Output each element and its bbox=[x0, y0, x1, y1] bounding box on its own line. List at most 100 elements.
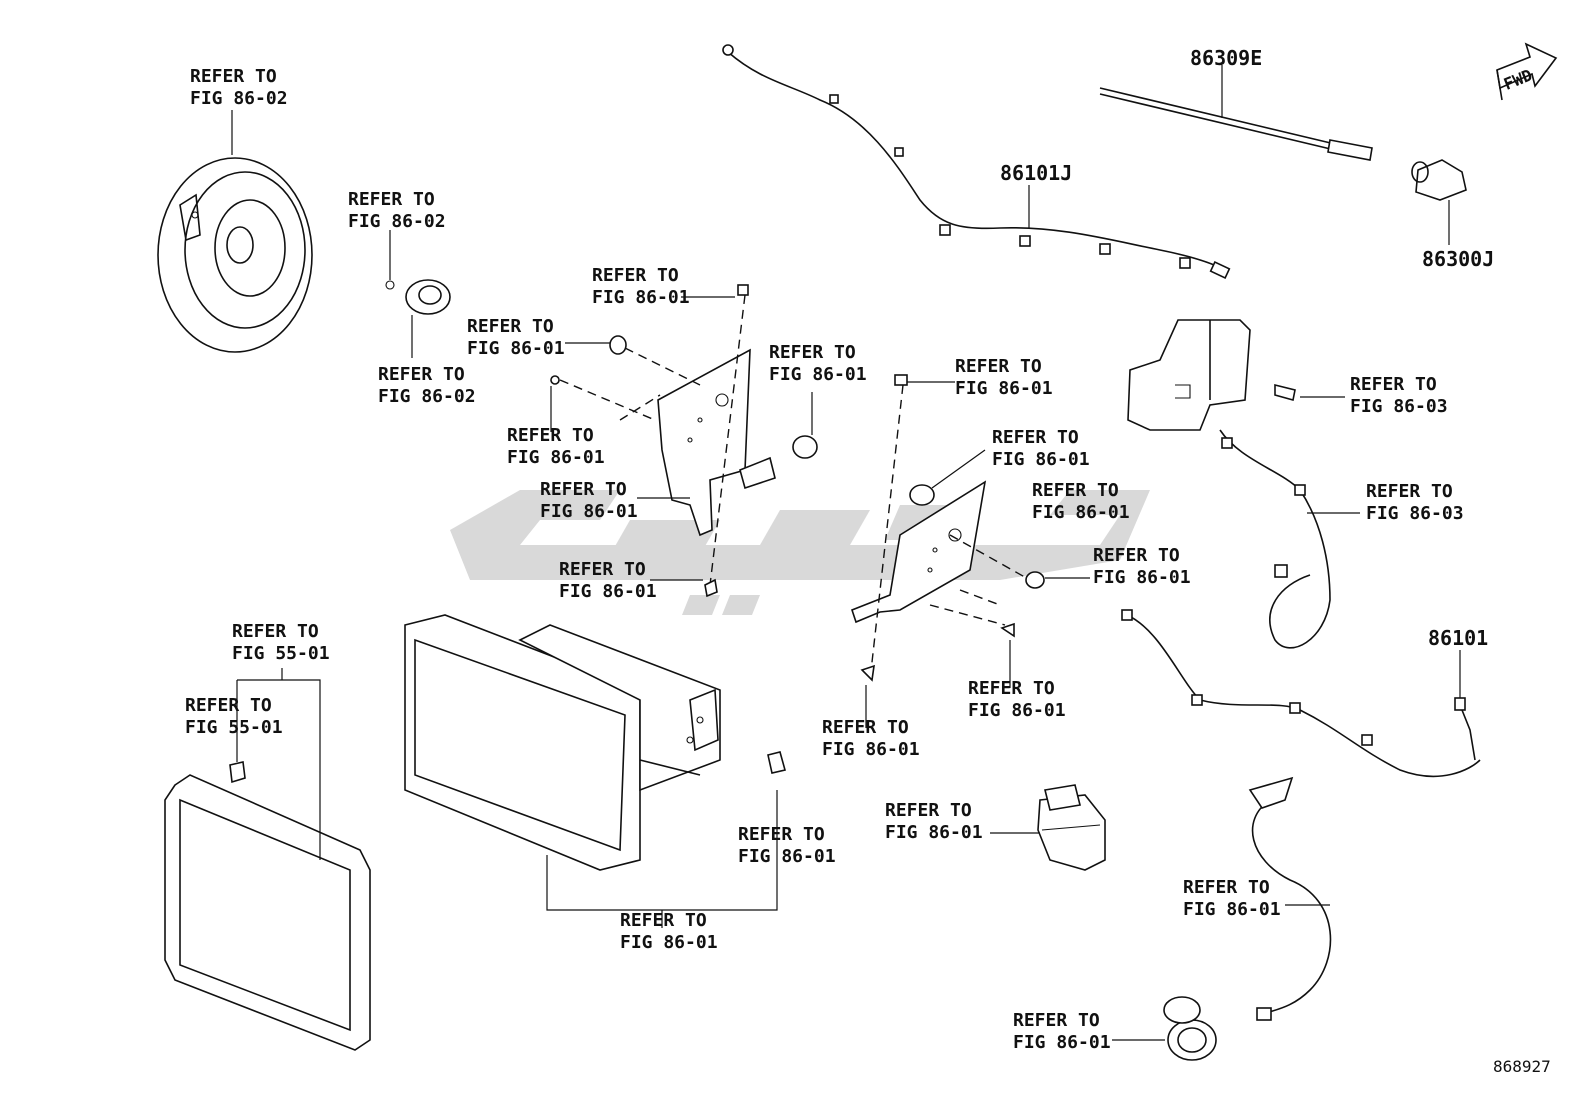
svg-text:FIG 86-02: FIG 86-02 bbox=[348, 211, 446, 232]
svg-text:REFER TO: REFER TO bbox=[185, 695, 272, 716]
svg-text:FIG 86-01: FIG 86-01 bbox=[507, 447, 605, 468]
ref-label-speaker: REFER TO FIG 86-02 bbox=[190, 66, 288, 109]
svg-text:REFER TO: REFER TO bbox=[822, 717, 909, 738]
svg-text:REFER TO: REFER TO bbox=[1093, 545, 1180, 566]
ref-label-bolt-right: REFER TO FIG 86-01 bbox=[822, 717, 920, 760]
svg-text:REFER TO: REFER TO bbox=[738, 824, 825, 845]
ref-label-nut: REFER TO FIG 86-01 bbox=[769, 342, 867, 385]
dashed-guide bbox=[559, 379, 656, 421]
wiring-harness-right bbox=[1219, 383, 1331, 649]
ref-label-tweeter-top: REFER TO FIG 86-02 bbox=[348, 189, 446, 232]
svg-text:REFER TO: REFER TO bbox=[1366, 481, 1453, 502]
ref-label-display-unit: REFER TO FIG 86-01 bbox=[620, 910, 718, 953]
bracket-line bbox=[237, 679, 321, 860]
figure-number: 868927 bbox=[1493, 1057, 1551, 1076]
svg-text:FIG 86-02: FIG 86-02 bbox=[190, 88, 288, 109]
svg-text:FIG 55-01: FIG 55-01 bbox=[232, 643, 330, 664]
antenna-base bbox=[1411, 159, 1467, 201]
antenna-cord-lower bbox=[1121, 609, 1481, 778]
ref-label-bolt-left: REFER TO FIG 86-01 bbox=[559, 559, 657, 602]
usb-socket bbox=[1163, 996, 1217, 1061]
svg-text:REFER TO: REFER TO bbox=[620, 910, 707, 931]
svg-text:FIG 86-01: FIG 86-01 bbox=[1093, 567, 1191, 588]
svg-text:FIG 86-01: FIG 86-01 bbox=[620, 932, 718, 953]
ref-label-control-box-screw: REFER TO FIG 86-03 bbox=[1350, 374, 1448, 417]
svg-text:REFER TO: REFER TO bbox=[992, 427, 1079, 448]
svg-text:REFER TO: REFER TO bbox=[507, 425, 594, 446]
svg-text:REFER TO: REFER TO bbox=[348, 189, 435, 210]
ref-label-harness: REFER TO FIG 86-03 bbox=[1366, 481, 1464, 524]
svg-text:FIG 86-01: FIG 86-01 bbox=[955, 378, 1053, 399]
svg-text:FIG 86-01: FIG 86-01 bbox=[885, 822, 983, 843]
antenna-rod bbox=[1099, 87, 1373, 161]
control-box bbox=[1127, 319, 1251, 431]
antenna-cord-upper bbox=[722, 44, 1231, 279]
speaker-part bbox=[157, 157, 313, 353]
svg-text:REFER TO: REFER TO bbox=[955, 356, 1042, 377]
ref-label-bracket-left: REFER TO FIG 86-01 bbox=[540, 479, 638, 522]
part-number-86101: 86101 bbox=[1428, 626, 1488, 650]
svg-text:FIG 86-03: FIG 86-03 bbox=[1366, 503, 1464, 524]
ref-label-bracket-right: REFER TO FIG 86-01 bbox=[1032, 480, 1130, 523]
svg-text:REFER TO: REFER TO bbox=[1032, 480, 1119, 501]
switch-module bbox=[1037, 784, 1106, 871]
ref-label-screw-right: REFER TO FIG 86-01 bbox=[968, 678, 1066, 721]
svg-text:REFER TO: REFER TO bbox=[592, 265, 679, 286]
right-bracket bbox=[851, 480, 987, 624]
svg-text:FIG 86-03: FIG 86-03 bbox=[1350, 396, 1448, 417]
svg-text:FIG 86-01: FIG 86-01 bbox=[592, 287, 690, 308]
part-number-86309E: 86309E bbox=[1190, 46, 1262, 70]
dashed-guide bbox=[929, 604, 1006, 626]
part-number-86101J: 86101J bbox=[1000, 161, 1072, 185]
part-number-86300J: 86300J bbox=[1422, 247, 1494, 271]
dashed-guide bbox=[709, 294, 746, 586]
tweeter-part bbox=[385, 279, 451, 315]
fwd-arrow-icon: FWD bbox=[1496, 42, 1558, 101]
ref-label-nut-right: REFER TO FIG 86-01 bbox=[1093, 545, 1191, 588]
ref-label-grommet: REFER TO FIG 86-01 bbox=[467, 316, 565, 359]
svg-text:FIG 86-01: FIG 86-01 bbox=[738, 846, 836, 867]
svg-text:REFER TO: REFER TO bbox=[540, 479, 627, 500]
svg-text:REFER TO: REFER TO bbox=[1013, 1010, 1100, 1031]
svg-text:REFER TO: REFER TO bbox=[378, 364, 465, 385]
svg-text:FIG 86-01: FIG 86-01 bbox=[822, 739, 920, 760]
ref-label-panel-outer: REFER TO FIG 55-01 bbox=[232, 621, 330, 664]
display-unit bbox=[404, 614, 721, 871]
svg-text:REFER TO: REFER TO bbox=[769, 342, 856, 363]
svg-text:REFER TO: REFER TO bbox=[885, 800, 972, 821]
dashed-guide bbox=[619, 394, 661, 421]
svg-text:FIG 86-01: FIG 86-01 bbox=[559, 581, 657, 602]
dashed-guide bbox=[949, 534, 1031, 581]
svg-text:FIG 86-01: FIG 86-01 bbox=[1183, 899, 1281, 920]
ref-label-usb-socket: REFER TO FIG 86-01 bbox=[1013, 1010, 1111, 1053]
svg-text:REFER TO: REFER TO bbox=[190, 66, 277, 87]
svg-text:REFER TO: REFER TO bbox=[559, 559, 646, 580]
svg-text:FIG 86-01: FIG 86-01 bbox=[992, 449, 1090, 470]
ref-label-clip-right: REFER TO FIG 86-01 bbox=[955, 356, 1053, 399]
display-panel bbox=[164, 761, 371, 1051]
leader-line bbox=[931, 449, 986, 489]
svg-text:FIG 86-02: FIG 86-02 bbox=[378, 386, 476, 407]
svg-text:REFER TO: REFER TO bbox=[467, 316, 554, 337]
svg-text:REFER TO: REFER TO bbox=[1350, 374, 1437, 395]
ref-label-screw-left: REFER TO FIG 86-01 bbox=[507, 425, 605, 468]
svg-text:FIG 86-01: FIG 86-01 bbox=[968, 700, 1066, 721]
ref-label-tweeter-bottom: REFER TO FIG 86-02 bbox=[378, 364, 476, 407]
ref-label-clip-top: REFER TO FIG 86-01 bbox=[592, 265, 690, 308]
usb-cable bbox=[1248, 776, 1332, 1021]
svg-text:FIG 86-01: FIG 86-01 bbox=[1013, 1032, 1111, 1053]
svg-text:FIG 86-01: FIG 86-01 bbox=[1032, 502, 1130, 523]
clip-part bbox=[767, 751, 786, 774]
clip-part bbox=[860, 374, 1045, 682]
svg-text:REFER TO: REFER TO bbox=[1183, 877, 1270, 898]
ref-label-usb-cable: REFER TO FIG 86-01 bbox=[1183, 877, 1281, 920]
svg-text:FIG 86-01: FIG 86-01 bbox=[540, 501, 638, 522]
clip-part bbox=[550, 284, 818, 598]
left-bracket bbox=[657, 348, 776, 537]
svg-text:FIG 86-01: FIG 86-01 bbox=[769, 364, 867, 385]
svg-text:FIG 55-01: FIG 55-01 bbox=[185, 717, 283, 738]
svg-text:REFER TO: REFER TO bbox=[968, 678, 1055, 699]
ref-label-display-clip: REFER TO FIG 86-01 bbox=[738, 824, 836, 867]
ref-label-panel-clip: REFER TO FIG 55-01 bbox=[185, 695, 283, 738]
